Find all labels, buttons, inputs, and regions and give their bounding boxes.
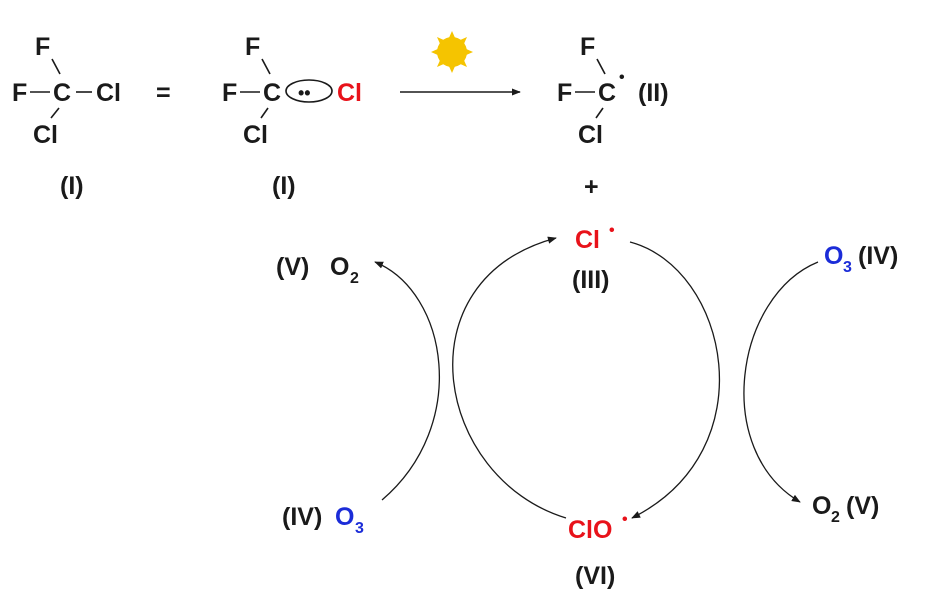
label-i-left: (I) [60, 172, 84, 200]
oxygen-left-o: O [330, 253, 349, 281]
atom-cl-right: Cl [337, 79, 362, 107]
lone-pair-dots: •• [298, 83, 311, 103]
atom-cl-right: Cl [96, 79, 121, 107]
oxygen-right-subscript: 2 [831, 509, 840, 526]
oxygen-right: O 2 (V) [812, 492, 879, 526]
ozone-in-o2-out-arrow-right [743, 261, 819, 503]
bond [51, 58, 61, 75]
atom-f-top: F [245, 33, 260, 61]
label-vi: (VI) [575, 562, 615, 590]
equals-sign: = [156, 79, 171, 107]
cycle-arrow-clo-to-cl [452, 236, 567, 519]
atom-cl-bottom: Cl [243, 121, 268, 149]
cfc-radical-molecule: F F C • (II) Cl [557, 33, 669, 149]
atom-f-top: F [580, 33, 595, 61]
oxygen-right-label: (V) [846, 492, 879, 520]
ozone-right: O 3 (IV) [824, 242, 898, 276]
clo-radical-symbol: ClO [568, 516, 612, 544]
atom-carbon: C [598, 79, 616, 107]
bond [596, 58, 606, 75]
label-ii: (II) [638, 79, 669, 107]
oxygen-left-subscript: 2 [350, 270, 359, 287]
chlorine-monoxide-radical: ClO • (VI) [568, 511, 628, 590]
bond [50, 107, 60, 119]
ozone-left-subscript: 3 [355, 520, 364, 537]
bond [261, 58, 271, 75]
ozone-right-o: O [824, 242, 843, 270]
bond [260, 107, 269, 119]
lone-pair-ellipse [285, 79, 333, 103]
oxygen-right-o: O [812, 492, 831, 520]
label-i-middle: (I) [272, 172, 296, 200]
bond [595, 107, 604, 119]
ozone-right-label: (IV) [858, 242, 898, 270]
ozone-left-label: (IV) [282, 503, 322, 531]
label-iii: (III) [572, 266, 610, 294]
atom-f-top: F [35, 33, 50, 61]
chlorine-radical: Cl • (III) [572, 222, 615, 294]
clo-radical-dot: • [622, 511, 628, 528]
sun-icon [431, 31, 473, 73]
oxygen-left-label: (V) [276, 253, 309, 281]
atom-f-left: F [12, 79, 27, 107]
cfc-molecule-middle: F F C •• Cl Cl (I) [222, 33, 362, 200]
cfc-molecule-left: F F C Cl Cl (I) [12, 33, 121, 200]
atom-carbon: C [53, 79, 71, 107]
atom-cl-bottom: Cl [578, 121, 603, 149]
plus-sign: + [584, 173, 599, 201]
ozone-right-subscript: 3 [843, 259, 852, 276]
cl-radical-dot: • [609, 222, 615, 239]
oxygen-left: (V) O 2 [276, 253, 359, 287]
atom-cl-bottom: Cl [33, 121, 58, 149]
atom-carbon: C [263, 79, 281, 107]
atom-f-left: F [557, 79, 572, 107]
radical-dot: • [619, 69, 625, 86]
atom-f-left: F [222, 79, 237, 107]
ozone-in-o2-out-arrow-left [374, 261, 440, 501]
ozone-left-o: O [335, 503, 354, 531]
cl-radical-symbol: Cl [575, 226, 600, 254]
cycle-arrow-cl-to-clo [629, 241, 720, 519]
ozone-left: (IV) O 3 [282, 503, 364, 537]
